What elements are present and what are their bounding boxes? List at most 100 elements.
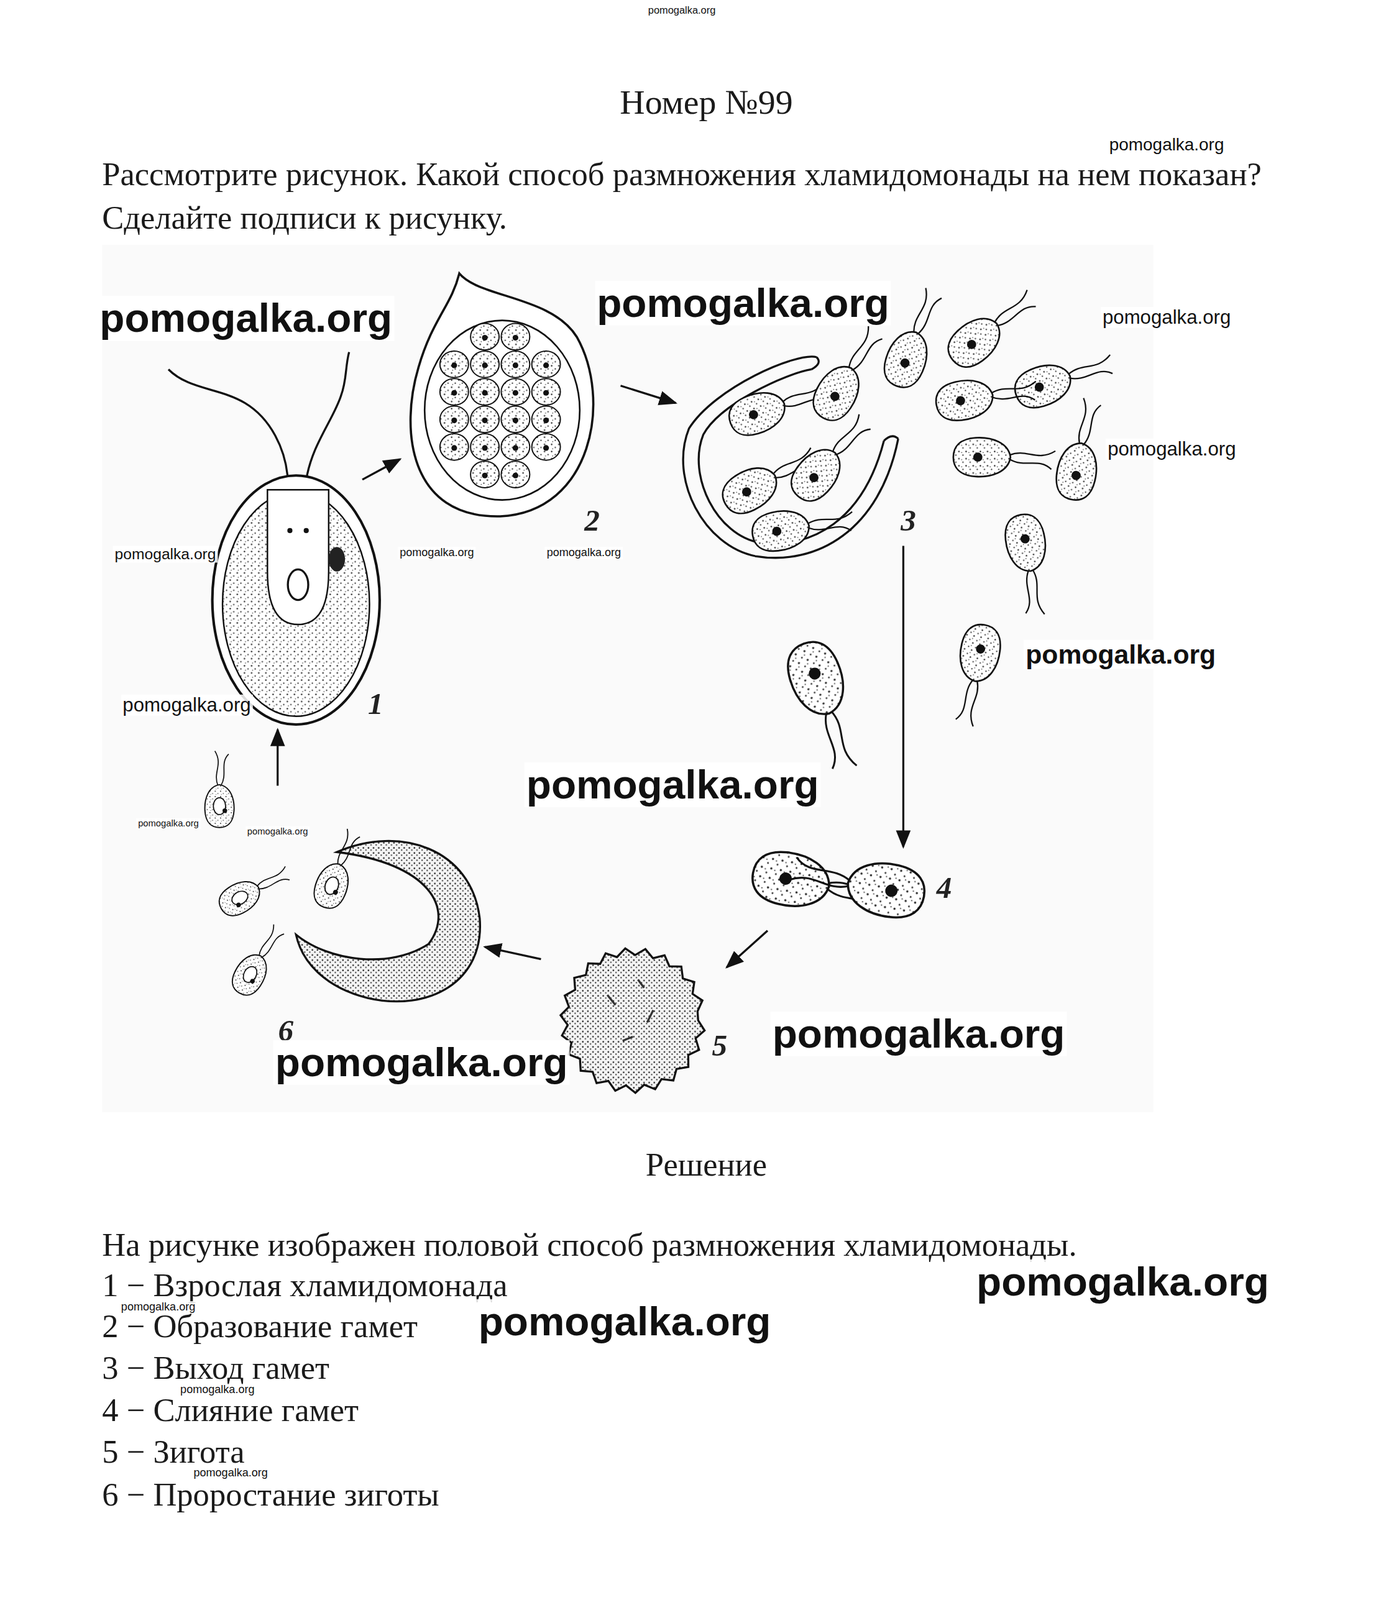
daughter-cell [470,433,500,461]
nucleus [451,362,457,368]
answer-line: 4 − Слияние гамет [101,1390,359,1431]
gamete-body [805,358,868,428]
cycle-arrow [484,947,541,960]
callout-number: 3 [900,502,917,539]
vacuole [287,528,293,534]
empty-shell [683,356,899,559]
nucleus [481,390,488,396]
answer-line: 2 − Образование гамет [101,1307,418,1347]
watermark: pomogalka.org [1107,135,1227,155]
flagellum [1032,569,1045,616]
vacuole [229,888,250,909]
gamete [940,279,1044,376]
flagellum [917,294,942,338]
gamete [805,319,891,428]
daughter-cell [470,323,500,351]
watermark: pomogalka.org [245,826,311,837]
callout-number: 1 [367,686,384,723]
daughter-cell [440,378,469,406]
gamete-body [783,440,850,510]
nucleus [1070,470,1082,482]
empty-shell [811,357,820,370]
vacuole [240,964,260,986]
flagellum [845,326,872,369]
nucleus [1033,381,1046,394]
nucleus [287,569,309,600]
cytoplasm [267,489,329,625]
nucleus [975,643,986,655]
figure-ground [101,244,1153,1113]
nucleus [807,666,823,682]
flagellum [955,678,974,721]
nucleus [481,445,488,451]
daughter-cell [500,378,530,406]
flagellum [221,754,229,786]
gamete [205,751,235,828]
cycle-arrow [902,546,905,848]
nucleus [512,472,519,479]
flagellum [996,298,1036,334]
daughter-cell [470,378,500,406]
gamete [779,635,874,778]
gamete-body [953,437,1011,477]
nucleus [451,390,457,396]
nucleus [512,417,519,424]
question-text: Рассмотрите рисунок. Какой способ размно… [101,152,1302,240]
flagellum [334,829,351,866]
nucleus [973,452,983,462]
flagellum [1018,570,1037,614]
nucleus [828,390,841,403]
daughter-cell [532,406,561,434]
eyespot [328,546,345,572]
gamete-body [932,376,996,425]
flagellum [1075,398,1089,445]
gamete [749,499,858,556]
daughter-cell [500,461,530,488]
flagellum [991,290,1030,324]
watermark: pomogalka.org [97,295,395,341]
nucleus [884,883,899,899]
daughter-cell [532,351,561,378]
flagellum [256,924,277,957]
watermark: pomogalka.org [120,694,253,716]
answer-text: На рисунке изображен половой способ разм… [101,1225,1077,1265]
nucleus [955,395,966,406]
gamete [932,367,1041,424]
gamete-body [724,385,792,442]
gamete-body [779,635,854,723]
vacuole [322,875,342,897]
flagellum [1009,459,1051,470]
zygote-shell [295,840,480,1002]
zygote-detail [607,980,654,1042]
gamete [309,825,367,914]
daughter-cell [532,378,561,406]
callout-number: 4 [936,869,953,907]
gamete [1009,342,1119,414]
mother-cell-inner [424,320,580,501]
flagellum [968,680,982,727]
flagellum [852,333,883,376]
gamete [947,621,1004,730]
gamete-body [226,949,274,1001]
cycle-arrow [726,931,768,968]
mother-cell [410,273,594,517]
flagellum [813,713,845,770]
flagellum [1009,451,1056,456]
answer-line: 1 − Взрослая хламидомонада [101,1266,508,1306]
watermark: pomogalka.org [113,545,219,563]
cell-wall [212,475,380,725]
nucleus [512,334,519,341]
gamete-body [309,858,355,913]
watermark: pomogalka.org [273,1039,570,1085]
gamete [1052,395,1109,504]
flagellum [909,288,930,334]
flagellum [1069,364,1113,388]
nucleus [543,445,549,451]
empty-shell [883,436,899,442]
answer-line: 5 − Зигота [101,1432,245,1472]
flagellum [835,422,871,462]
nucleus [543,390,549,396]
gamete [226,919,291,1001]
daughter-cell [500,406,530,434]
gamete-body [1001,511,1051,575]
